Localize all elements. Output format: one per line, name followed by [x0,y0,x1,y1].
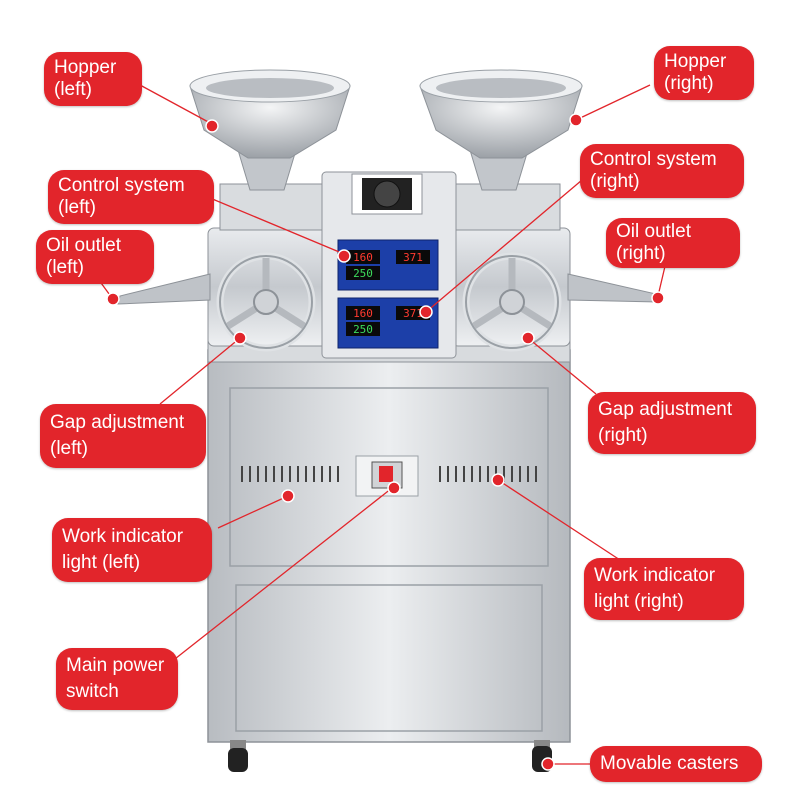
fan-icon [373,180,401,208]
display-1b-value: 250 [353,267,373,280]
leader-lines [95,84,667,765]
dot-hopper-left [205,119,219,133]
leader-hopper-left [139,84,213,125]
dot-work-left [281,489,295,503]
label-oil-right: Oil outlet (right) [606,218,740,268]
label-gap-left: Gap adjustment (left) [40,404,206,468]
callout-dots [106,113,665,771]
display-2a [346,306,380,320]
press-top-right [447,183,561,231]
leader-gap-left [159,337,241,405]
hopper-right [419,69,583,159]
dot-control-left [337,249,351,263]
oil-outlet-right [567,273,659,303]
label-hopper-left: Hopper (left) [44,52,142,106]
label-oil-left: Oil outlet (left) [36,230,154,284]
leader-control-left [209,197,345,255]
cabinet [207,349,571,743]
power-switch-rocker [379,466,393,482]
dot-hopper-right [569,113,583,127]
display-1b [346,266,380,280]
label-hopper-right: Hopper (right) [654,46,754,100]
dot-gap-right [521,331,535,345]
oil-outlet-left [117,273,211,305]
handwheel-left [216,252,316,352]
label-gap-right: Gap adjustment (right) [588,392,756,454]
cabinet-lower-door [235,584,543,732]
machine: 160 250 371 160 250 371 [117,69,659,772]
caster-left [228,740,248,772]
press-top-left [219,183,333,231]
leader-control-right [425,179,583,313]
dot-oil-right [651,291,665,305]
display-2a-value: 160 [353,307,373,320]
leader-work-left [217,495,289,529]
leader-hopper-right [575,84,651,121]
dot-power [387,481,401,495]
handwheel-right [462,252,562,352]
display-1c-value: 371 [403,251,423,264]
leader-power [165,487,393,667]
leader-gap-right [527,337,597,395]
controller-panel-2: 160 250 371 [337,297,439,349]
hopper-left [189,69,351,159]
display-2b-value: 250 [353,323,373,336]
label-casters: Movable casters [590,746,762,782]
label-work-left: Work indicator light (left) [52,518,212,582]
label-control-right: Control system (right) [580,144,744,198]
dot-gap-left [233,331,247,345]
cabinet-upper-door [229,387,549,567]
label-power: Main power switch [56,648,178,710]
display-1c [396,250,430,264]
leader-work-right [497,479,621,561]
label-work-right: Work indicator light (right) [584,558,744,620]
display-1a-value: 160 [353,251,373,264]
dot-control-right [419,305,433,319]
label-control-left: Control system (left) [48,170,214,224]
display-1a [346,250,380,264]
display-2c-value: 371 [403,307,423,320]
dot-casters [541,757,555,771]
dot-oil-left [106,292,120,306]
display-2b [346,322,380,336]
dot-work-right [491,473,505,487]
vent-left [241,466,339,482]
controller-panel-1: 160 250 371 [337,239,439,291]
